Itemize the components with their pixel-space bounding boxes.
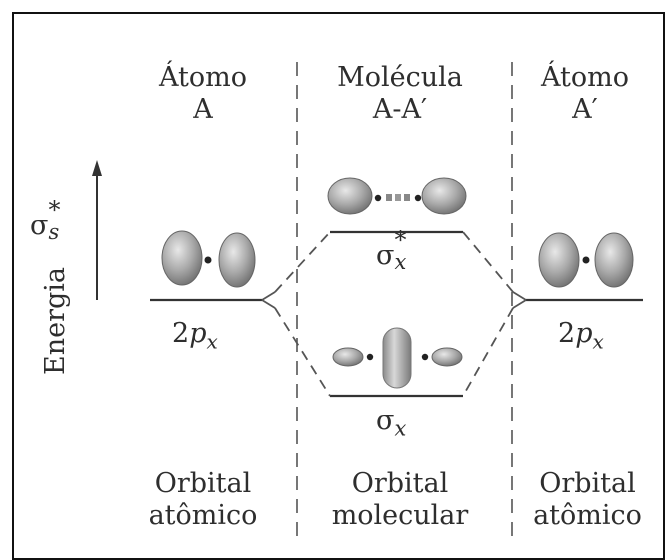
header-atom-a-prime-line1: Átomo — [541, 62, 629, 93]
footer-atomic-right: Orbital atômico — [515, 468, 660, 532]
footer-molecular-line2: molecular — [331, 500, 469, 531]
right-2px-num: 2 — [558, 318, 576, 349]
footer-atomic-right-line1: Orbital — [539, 468, 636, 499]
footer-atomic-left: Orbital atômico — [118, 468, 288, 532]
right-2px-var: p — [575, 318, 593, 349]
footer-atomic-left-line1: Orbital — [154, 468, 252, 499]
left-2px-var: p — [189, 318, 207, 349]
header-atom-a-prime: Átomo A′ — [510, 62, 660, 126]
right-2px-sub: x — [592, 329, 604, 354]
left-2px-sub: x — [206, 329, 218, 354]
sigma-x-sub: x — [394, 416, 407, 441]
energy-arrow — [92, 160, 102, 300]
footer-molecular: Orbital molecular — [310, 468, 490, 532]
footer-atomic-left-line2: atômico — [148, 500, 258, 531]
right-2px-label: 2px — [558, 318, 604, 353]
sigma-x-star-sub: x — [394, 250, 407, 274]
left-2px-label: 2px — [172, 318, 218, 353]
left-2px-num: 2 — [172, 318, 190, 349]
sigma-x-base: σ — [376, 405, 395, 436]
header-molecule: Molécula A-A′ — [310, 62, 490, 126]
sigma-s-star-sub: s — [48, 220, 60, 244]
header-atom-a-line1: Átomo — [159, 62, 247, 93]
right-correlation-lines — [462, 231, 527, 397]
left-correlation-lines — [261, 231, 331, 397]
header-atom-a-line2: A — [193, 94, 213, 125]
sigma-x-star-base: σ — [376, 240, 395, 271]
sigma-s-star-label: σ * s — [30, 196, 60, 244]
sigma-s-star-sup: * — [48, 196, 61, 224]
right-p-orbital — [538, 232, 634, 288]
header-atom-a: Átomo A — [118, 62, 288, 126]
bonding-orbital — [332, 327, 463, 389]
header-atom-a-prime-line2: A′ — [572, 94, 598, 125]
left-p-orbital — [161, 230, 256, 288]
header-molecule-line1: Molécula — [337, 62, 463, 93]
sigma-s-star-base: σ — [30, 210, 49, 241]
footer-molecular-line1: Orbital — [351, 468, 449, 499]
footer-atomic-right-line2: atômico — [533, 500, 642, 531]
sigma-x-label: σx — [376, 405, 406, 440]
antibonding-orbital — [327, 177, 467, 215]
header-molecule-line2: A-A′ — [372, 94, 428, 125]
